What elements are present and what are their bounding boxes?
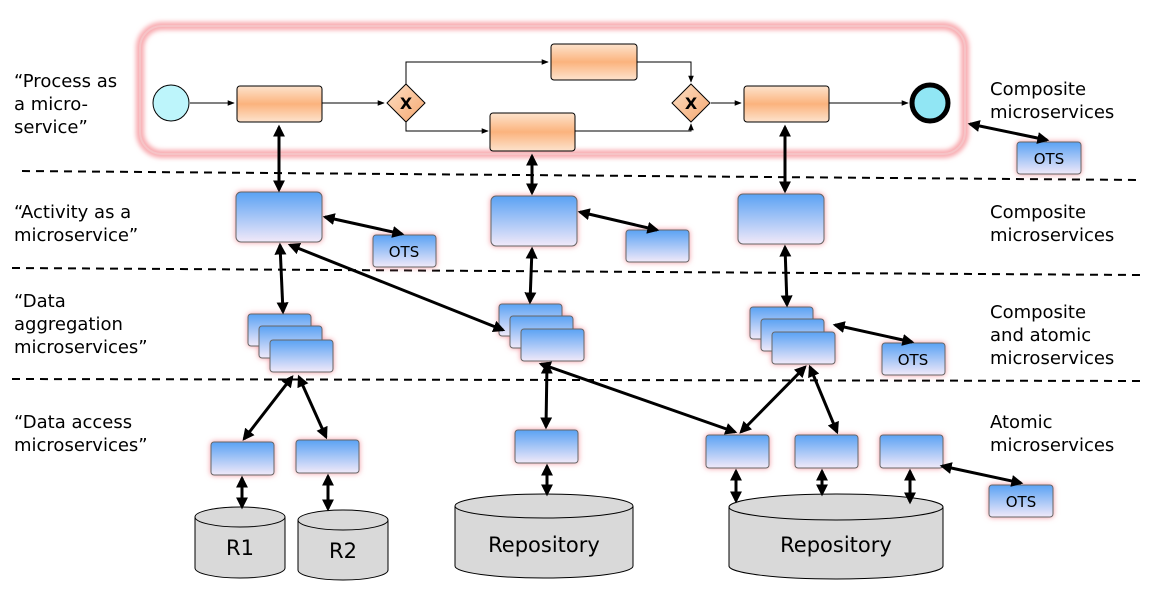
- layer-process-right-label: Composite microservices: [990, 79, 1115, 123]
- start-event: [152, 84, 190, 122]
- link-activity1-aggregation2: [287, 242, 506, 333]
- data-access-service-6: [879, 434, 944, 469]
- flow-task-upper-to-gateway2: [637, 61, 694, 83]
- data-access-service-2: [295, 439, 360, 474]
- separator-process-activity: [21, 170, 1141, 181]
- connectors: [236, 120, 1050, 512]
- process-flow: [190, 59, 909, 134]
- data-access-service-1: [210, 441, 275, 476]
- layer-activity-left-label: “Activity as a microservice”: [14, 202, 139, 246]
- link-aggregation2-access3: [540, 361, 553, 430]
- ots-activity-label: OTS: [389, 243, 420, 261]
- ots-access-label: OTS: [1006, 493, 1037, 511]
- link-frame-ots: [967, 120, 1050, 144]
- storage-repository-b: [728, 493, 944, 580]
- microservices: [210, 141, 1082, 518]
- link-activity2-side: [577, 208, 660, 234]
- link-aggregation3-access4: [739, 365, 807, 434]
- storage-repository-b-label: Repository: [780, 533, 892, 557]
- process-elements: X X: [152, 43, 951, 152]
- storage-r1-label: R1: [226, 536, 254, 560]
- link-activity1-aggregation1: [274, 242, 289, 315]
- storage-repository-a-label: Repository: [488, 533, 600, 557]
- aggregation-stack-3-front: [771, 331, 836, 365]
- ots-aggregation-label: OTS: [898, 351, 929, 369]
- data-access-service-5: [794, 434, 859, 469]
- ots-process-label: OTS: [1034, 150, 1065, 168]
- storage-labels: R1 R2 Repository Repository: [226, 533, 892, 563]
- link-access6-ots: [939, 462, 1024, 487]
- layer-access-right-label: Atomic microservices: [990, 412, 1115, 456]
- storage-repository-a: [454, 493, 634, 579]
- exclusive-gateway-split: X: [386, 83, 426, 123]
- process-frame: [136, 22, 969, 158]
- layer-activity-right-label: Composite microservices: [990, 202, 1115, 246]
- activity-service-1: [235, 191, 323, 243]
- layer-access-left-label: “Data access microservices”: [14, 412, 148, 456]
- gateway-merge-symbol: X: [685, 94, 698, 113]
- link-activity2-aggregation2: [524, 246, 538, 305]
- link-activity3-aggregation3: [779, 244, 793, 308]
- data-access-service-4: [705, 434, 770, 469]
- storage-r2: [297, 509, 389, 581]
- aggregation-stack-2-front: [520, 328, 585, 362]
- activity-side-service: [625, 229, 690, 263]
- storage-r1: [194, 506, 286, 579]
- gateway-split-symbol: X: [400, 94, 413, 113]
- data-access-service-3: [514, 429, 579, 464]
- process-task-upper: [550, 43, 638, 81]
- link-aggregation1-access1: [242, 375, 294, 441]
- exclusive-gateway-merge: X: [671, 83, 711, 123]
- layer-process-left-label: “Process as a micro- service”: [14, 71, 118, 138]
- link-aggregation2-access4: [538, 361, 738, 435]
- layer-aggregation-right-label: Composite and atomic microservices: [990, 302, 1115, 369]
- link-aggregation3-ots: [832, 321, 915, 346]
- activity-service-3: [737, 193, 825, 245]
- separator-aggregation-access: [11, 378, 1141, 382]
- aggregation-stack-1-front: [269, 339, 334, 373]
- layer-aggregation-left-label: “Data aggregation microservices”: [14, 291, 148, 358]
- storage-r2-label: R2: [329, 539, 357, 563]
- process-task-lower: [489, 112, 576, 152]
- end-event: [909, 82, 951, 124]
- flow-gateway1-to-task-upper: [405, 59, 549, 84]
- link-aggregation1-access2: [297, 374, 328, 440]
- process-task-1: [236, 85, 323, 123]
- separator-activity-aggregation: [11, 267, 1141, 276]
- process-task-4: [743, 85, 830, 123]
- link-activity1-ots: [322, 213, 405, 238]
- flow-task-lower-to-gateway2: [575, 123, 694, 132]
- flow-gateway1-to-task-lower: [405, 122, 489, 134]
- link-aggregation3-access5: [808, 364, 839, 435]
- activity-service-2: [490, 195, 578, 247]
- storage: [194, 493, 944, 581]
